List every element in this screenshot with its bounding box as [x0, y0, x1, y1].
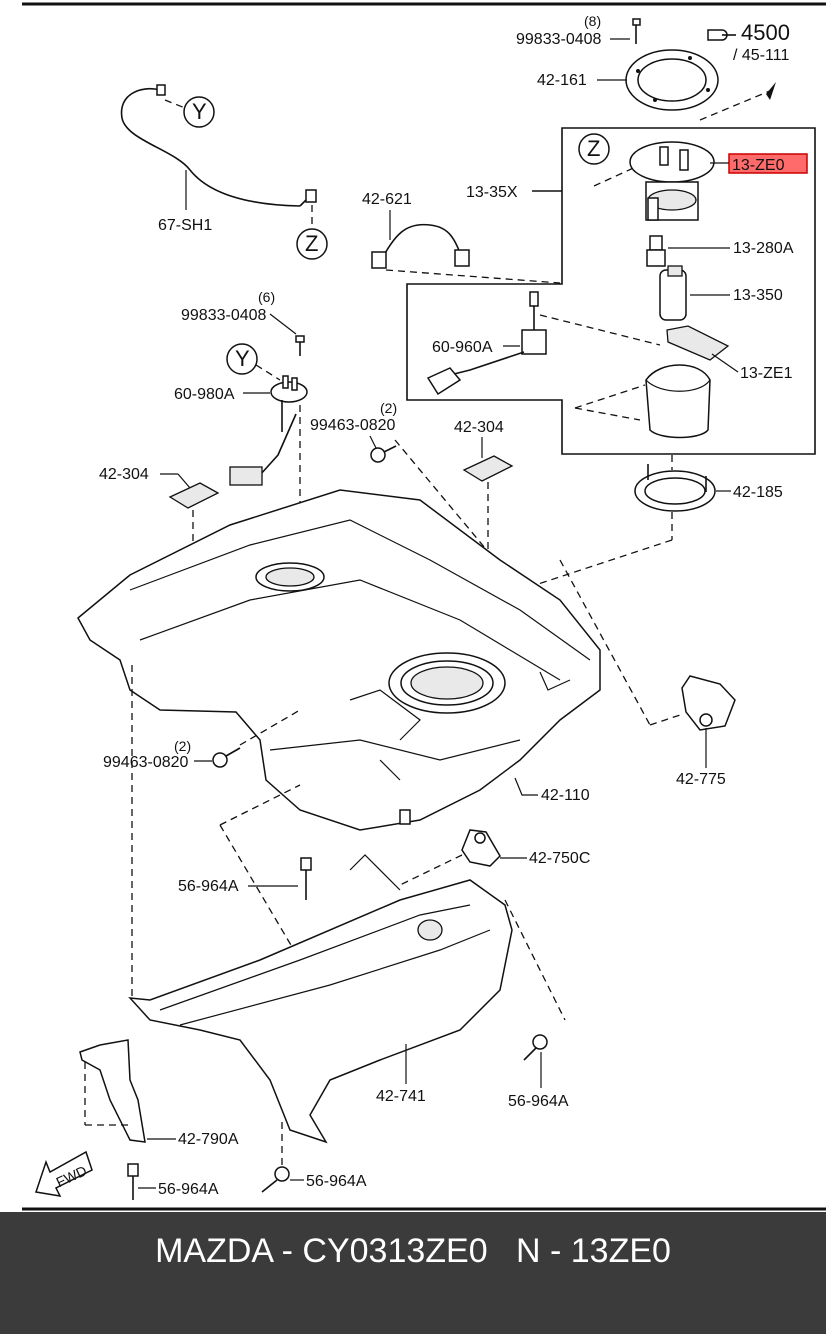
retainer-ring-42-185	[634, 464, 716, 512]
gasket-13-ze1	[666, 325, 730, 361]
bracket-42-750c	[461, 829, 501, 867]
label-42-161: 42-161	[537, 72, 587, 89]
fuel-strainer-housing	[645, 364, 711, 439]
label-42-110: 42-110	[541, 787, 590, 804]
label-42-790a: 42-790A	[178, 1131, 239, 1148]
qty-99833-0408-mid: (6)	[258, 289, 275, 305]
label-42-185: 42-185	[733, 484, 783, 501]
fuel-filter-13-350	[659, 265, 687, 321]
bolt-99833-0408-mid	[295, 335, 305, 356]
label-42-750c: 42-750C	[529, 850, 590, 867]
fuel-pump-13-ze0	[629, 141, 715, 221]
qty-99463-0820-mid: (2)	[174, 738, 191, 754]
label-56-964a-bottom-center: 56-964A	[306, 1173, 367, 1190]
bolt-56-964a-mid	[300, 857, 312, 900]
circle-label-z1: Z	[305, 231, 318, 256]
label-56-964a-bottom-left: 56-964A	[158, 1181, 219, 1198]
label-42-304-left: 42-304	[99, 466, 149, 483]
label-42-741: 42-741	[376, 1088, 426, 1105]
bolt-56-964a-bottom-left	[127, 1163, 139, 1200]
label-99463-0820-top: 99463-0820	[310, 417, 396, 434]
nut-99463-0820-top	[370, 445, 397, 463]
pump-cover-ring-42-161	[625, 49, 719, 111]
forward-arrow-icon: FWD	[35, 1150, 93, 1197]
label-42-621: 42-621	[362, 191, 412, 208]
bracket-42-790a	[79, 1039, 146, 1143]
label-67-sh1: 67-SH1	[158, 217, 212, 234]
ref-4500: 4500	[741, 20, 790, 45]
label-42-775: 42-775	[676, 771, 726, 788]
label-13-350: 13-350	[733, 287, 783, 304]
qty-99833-0408-top: (8)	[584, 13, 601, 29]
fuel-sender-60-980a	[229, 375, 308, 486]
label-60-960a: 60-960A	[432, 339, 493, 356]
label-56-964a-right: 56-964A	[508, 1093, 569, 1110]
circle-label-y1: Y	[192, 99, 207, 124]
fuel-sender-60-960a	[426, 291, 547, 396]
under-cover-42-741	[128, 854, 513, 1144]
label-42-304-right: 42-304	[454, 419, 504, 436]
circle-label-z2: Z	[587, 136, 600, 161]
part-number-caption: MAZDA - CY0313ZE0 N - 13ZE0	[155, 1232, 671, 1270]
bracket-42-775	[681, 675, 736, 731]
label-13-35x: 13-35X	[466, 184, 518, 201]
label-13-ze1: 13-ZE1	[740, 365, 793, 382]
nut-99463-0820-mid	[212, 747, 241, 768]
ref-45-111: / 45-111	[733, 47, 789, 64]
label-99463-0820-mid: 99463-0820	[103, 754, 189, 771]
bolt-56-964a-right	[523, 1034, 548, 1061]
pressure-regulator-13-280a	[646, 235, 666, 267]
bolt-56-964a-bottom-center	[261, 1166, 290, 1193]
label-99833-0408-mid: 99833-0408	[181, 307, 267, 324]
label-13-280a: 13-280A	[733, 240, 794, 257]
fuel-tank-42-110	[77, 489, 601, 831]
label-99833-0408-top: 99833-0408	[516, 31, 602, 48]
bolt-99833-0408-top	[632, 18, 641, 44]
footer-bar: MAZDA - CY0313ZE0 N - 13ZE0	[0, 1212, 826, 1334]
fuel-hose-42-621	[371, 223, 470, 269]
label-56-964a-mid: 56-964A	[178, 878, 239, 895]
fuel-tank-parts-diagram: 99833-0408 (8) 42-161 4500 / 45-111 67-S…	[22, 2, 826, 1211]
qty-99463-0820-top: (2)	[380, 400, 397, 416]
label-60-980a: 60-980A	[174, 386, 235, 403]
pad-42-304-right	[462, 455, 514, 482]
label-13-ze0: 13-ZE0	[732, 157, 785, 174]
wire-harness-67-sh1	[120, 84, 317, 207]
circle-label-y2: Y	[235, 346, 250, 371]
pointing-hand-icon	[707, 29, 736, 41]
pad-42-304-left	[168, 482, 220, 509]
